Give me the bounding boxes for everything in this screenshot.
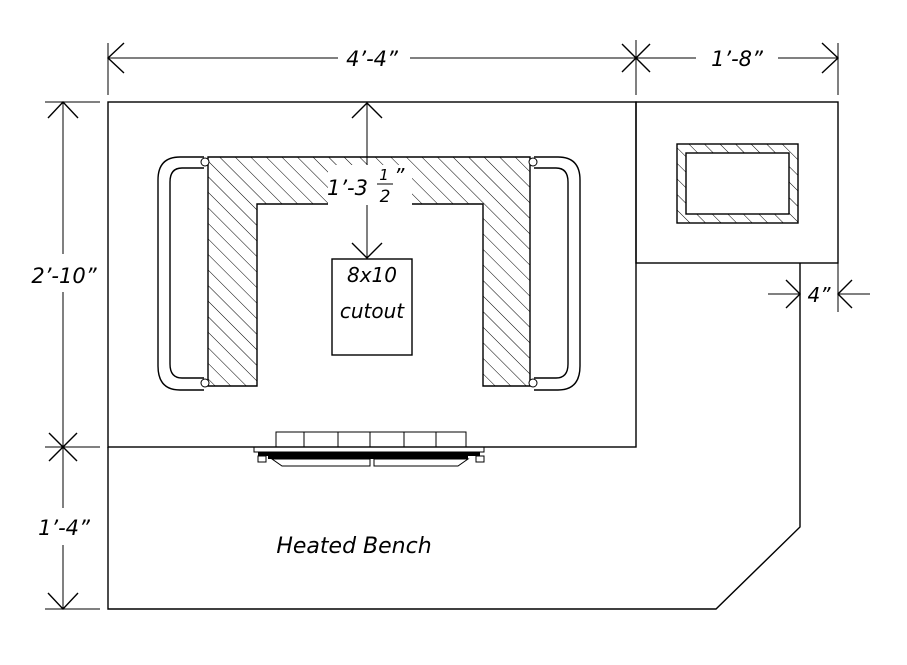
dimension-label-left-lower: 1’-4”: [38, 516, 91, 540]
cutout-label-line2: cutout: [340, 299, 405, 323]
bench-label: Heated Bench: [276, 534, 431, 559]
inner-label-backing: [328, 165, 412, 205]
cutout-label-line1: 8x10: [347, 263, 397, 287]
dimension-label-inner-denominator: 2: [380, 187, 391, 207]
side-dimension: [768, 263, 870, 312]
dimension-label-inner-numerator: 1: [379, 166, 389, 184]
dimension-label-side: 4”: [807, 283, 831, 307]
dimension-label-left-upper: 2’-10”: [31, 264, 97, 288]
top-dimension: [106, 40, 840, 95]
handle-right: [528, 156, 581, 391]
heater-vent: [253, 431, 485, 467]
dimension-label-top-left: 4’-4”: [346, 47, 399, 71]
dimension-label-top-right: 1’-8”: [711, 47, 764, 71]
dimension-label-inner-inch: ”: [394, 164, 405, 188]
dimension-label-inner: 1’-3: [327, 176, 368, 200]
inner-dimension: [351, 102, 383, 259]
cutout-box: [331, 258, 413, 356]
handle-left: [157, 156, 210, 391]
stove-unit: [676, 143, 799, 224]
left-dimension: [45, 100, 100, 611]
